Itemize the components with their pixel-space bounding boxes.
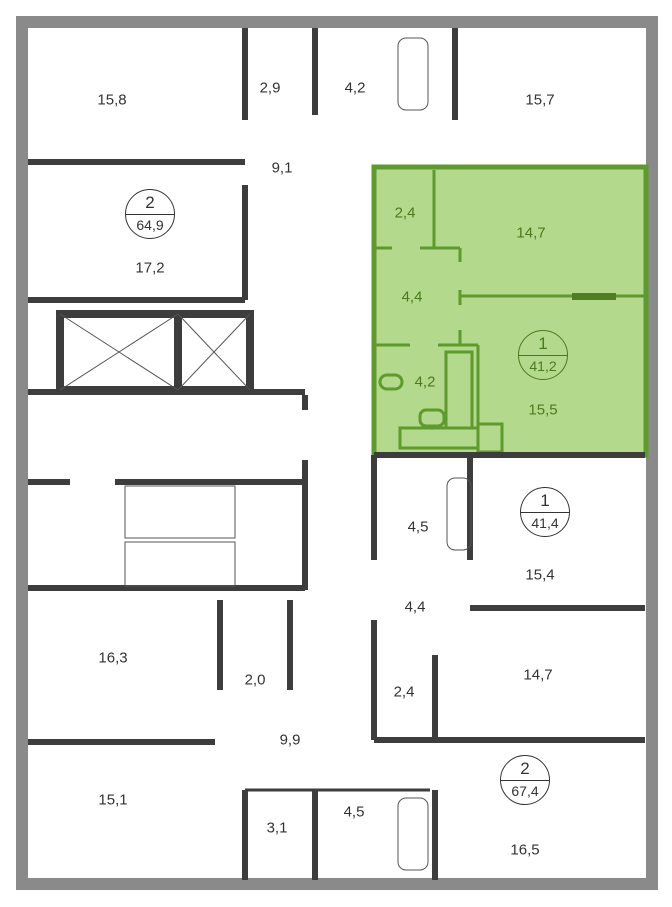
room-area: 4,5 bbox=[343, 803, 365, 821]
room-area: 15,4 bbox=[525, 566, 555, 584]
room-area: 15,7 bbox=[525, 91, 555, 109]
room-area: 4,2 bbox=[414, 373, 436, 391]
apartment-area: 41,4 bbox=[531, 515, 559, 531]
apartment-badge[interactable]: 2 64,9 bbox=[125, 189, 175, 239]
room-area: 14,7 bbox=[516, 224, 546, 242]
apartment-rooms: 1 bbox=[519, 331, 567, 356]
interior-walls bbox=[28, 28, 645, 880]
room-area: 15,8 bbox=[97, 91, 127, 109]
room-area: 15,5 bbox=[528, 401, 558, 419]
room-area: 4,2 bbox=[344, 79, 366, 97]
apartment-area: 67,4 bbox=[511, 783, 539, 799]
apartment-rooms: 1 bbox=[521, 488, 569, 513]
room-area: 2,4 bbox=[394, 204, 416, 222]
room-area: 17,2 bbox=[135, 259, 165, 277]
room-area: 2,9 bbox=[259, 79, 281, 97]
room-area: 15,1 bbox=[98, 791, 128, 809]
room-area: 9,1 bbox=[271, 159, 293, 177]
room-area: 16,3 bbox=[98, 649, 128, 667]
room-area: 9,9 bbox=[279, 731, 301, 749]
apartment-rooms: 2 bbox=[126, 190, 174, 215]
fixtures bbox=[59, 37, 472, 871]
apartment-area: 64,9 bbox=[136, 217, 164, 233]
room-area: 4,5 bbox=[407, 518, 429, 536]
room-area: 3,1 bbox=[266, 819, 288, 837]
room-area: 14,7 bbox=[523, 666, 553, 684]
room-area: 4,4 bbox=[401, 288, 423, 306]
apartment-badge-selected[interactable]: 1 41,2 bbox=[518, 330, 568, 380]
apartment-badge[interactable]: 2 67,4 bbox=[500, 755, 550, 805]
apartment-area: 41,2 bbox=[529, 358, 557, 374]
apartment-rooms: 2 bbox=[501, 756, 549, 781]
room-area: 4,4 bbox=[404, 598, 426, 616]
outer-wall bbox=[16, 16, 658, 890]
apartment-badge[interactable]: 1 41,4 bbox=[520, 487, 570, 537]
room-area: 2,0 bbox=[244, 671, 266, 689]
room-area: 16,5 bbox=[510, 841, 540, 859]
room-area: 2,4 bbox=[393, 683, 415, 701]
highlighted-apartment-walls bbox=[376, 170, 645, 455]
highlighted-wall-segment bbox=[572, 293, 616, 300]
